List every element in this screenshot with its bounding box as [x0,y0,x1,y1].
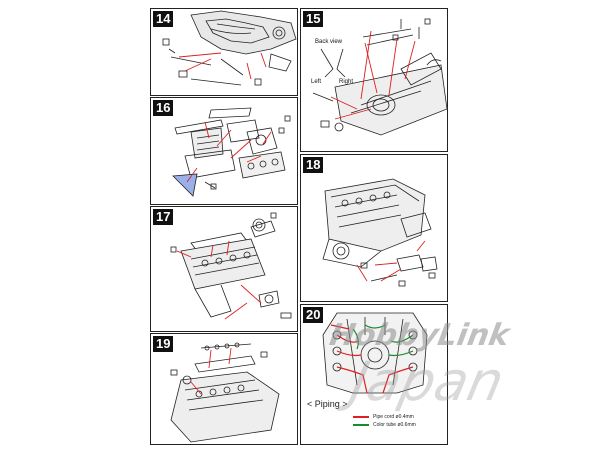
leader-lines [356,240,426,282]
step-20-panel: 20 < Piping > Pipe [300,304,448,445]
step-19-drawing [170,342,280,443]
step-17-drawing [170,212,292,320]
step-14-drawing [162,10,297,86]
step-14-panel: 14 [150,8,298,96]
leader-lines [178,52,267,80]
pipe-cord-lines [330,324,414,394]
step-number: 17 [153,209,174,225]
legend-pipe-cord: Pipe cord ø0.4mm [373,414,414,420]
step-number: 19 [153,336,174,352]
left-label: Left [311,79,322,85]
legend-color-tube: Color tube ø0.6mm [373,422,416,428]
step-15-panel: 15 Back view Left Right [300,8,448,152]
leader-lines [330,30,416,120]
step-17-panel: 17 [150,206,298,332]
step-19-panel: 19 [150,333,298,445]
step-number: 20 [303,307,324,323]
leader-lines [190,347,232,395]
step-18-panel: 18 [300,154,448,302]
step-number: 14 [153,11,174,27]
step-number: 15 [303,11,324,27]
piping-label: < Piping > [307,399,348,409]
step-18-drawing [322,178,438,287]
color-tube-lines [352,324,414,357]
step-number: 18 [303,157,324,173]
step-16-drawing [172,107,291,197]
step-number: 16 [153,100,174,116]
leader-lines [176,240,262,320]
step-15-drawing [312,18,447,136]
right-label: Right [339,79,354,85]
legend-swatches [353,416,369,426]
step-16-panel: 16 [150,97,298,205]
back-view-label: Back view [315,39,343,45]
step-20-drawing [322,312,428,426]
leader-lines [186,121,272,183]
